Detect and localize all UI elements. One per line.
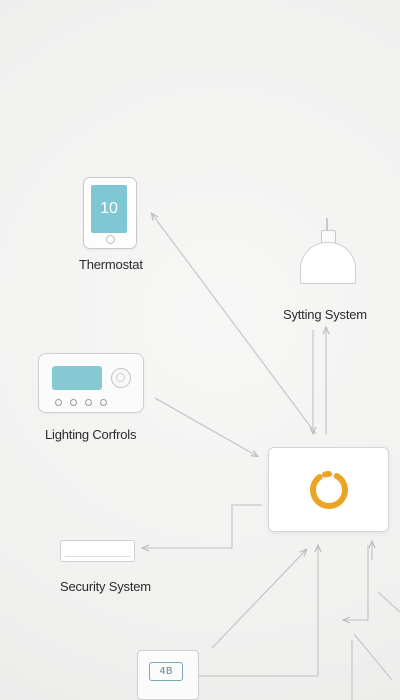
small-device-icon: 4B [137,650,199,700]
pendant-lamp-icon [300,218,356,284]
link-small-device-b [185,546,318,688]
link-right-a [344,545,369,620]
link-thermostat [152,214,317,435]
lamp-shade [300,242,356,284]
small-device-screen: 4B [149,662,183,681]
link-right-c [377,591,400,613]
control-panel-icon [38,353,144,413]
panel-button [85,399,92,406]
hub-device [268,447,389,532]
link-security-system [143,504,262,548]
panel-button [55,399,62,406]
panel-display [52,366,102,390]
panel-button [70,399,77,406]
hub-ring-icon [310,471,348,509]
link-right-d [353,633,393,681]
panel-buttons [55,399,107,406]
sensor-strip-icon [60,540,135,562]
panel-button [100,399,107,406]
thermostat-screen: 10 [91,185,127,233]
home-button [106,235,115,244]
tablet-icon: 10 [83,177,137,249]
thermostat-label: Thermostat [79,257,143,272]
link-lighting-controls [154,397,257,456]
security-system-label: Security System [60,579,151,594]
link-small-device-a [211,550,306,649]
lighting-system-label: Sytting System [283,307,367,322]
panel-knob [111,368,131,388]
lamp-stem [326,218,328,230]
lighting-controls-label: Lighting Corfrols [45,427,137,442]
